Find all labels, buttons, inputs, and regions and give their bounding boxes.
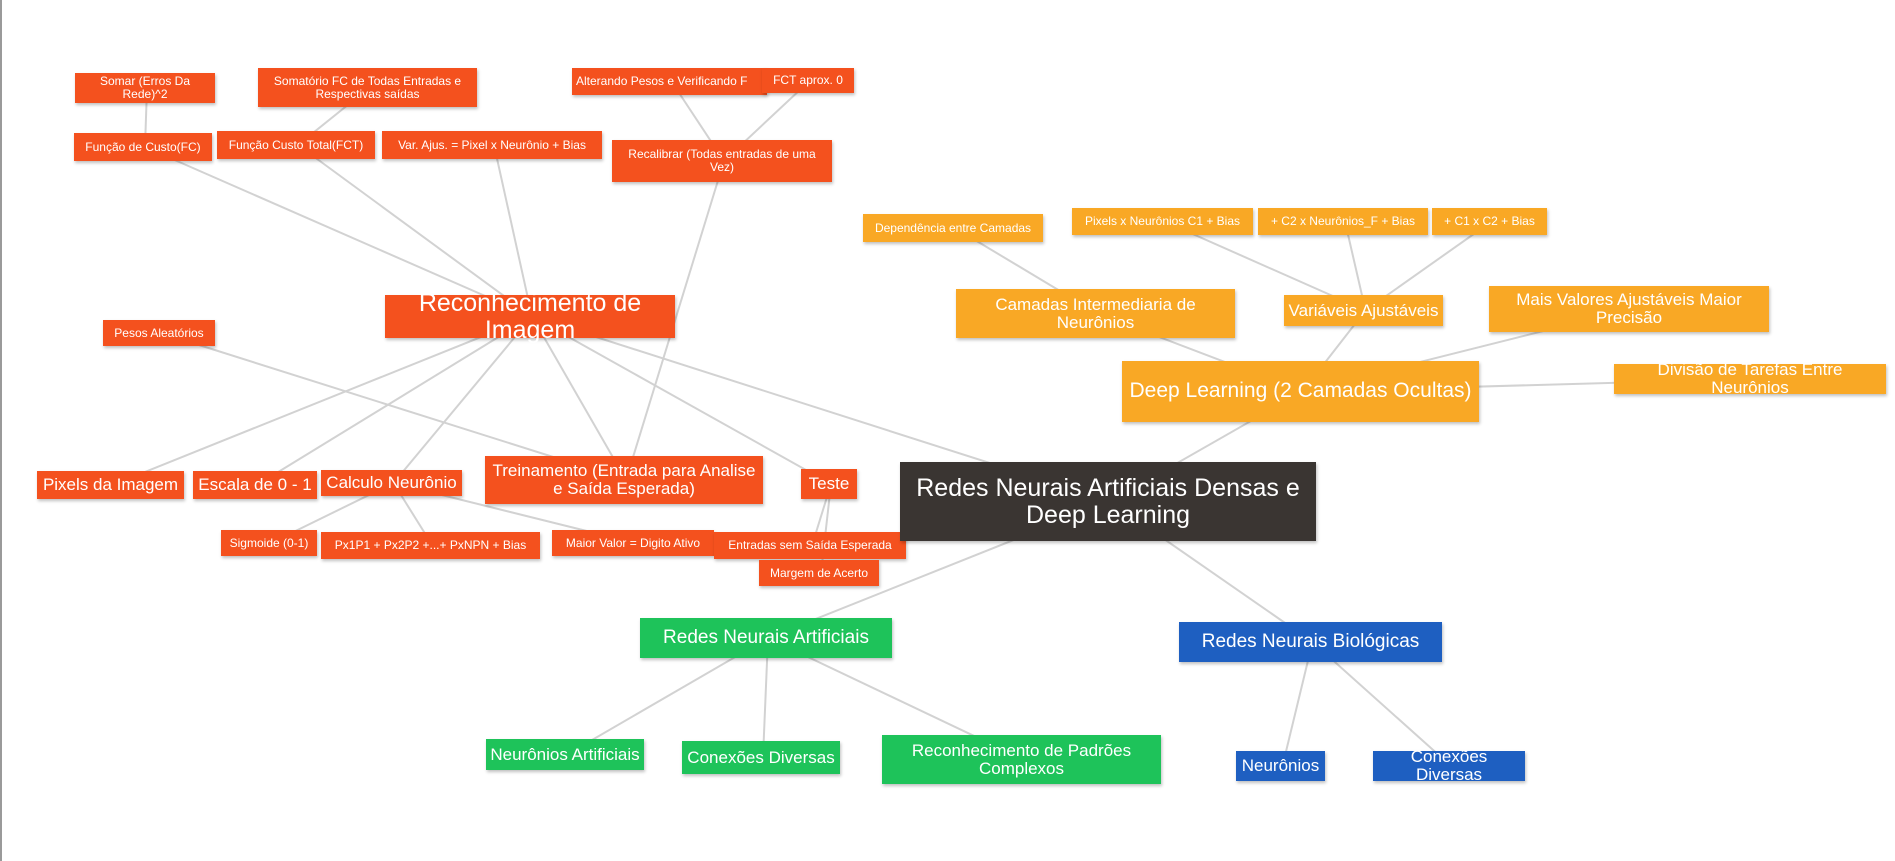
node-pixels-imagem[interactable]: Pixels da Imagem xyxy=(37,471,184,499)
node-alterando-pesos[interactable]: Alterando Pesos e Verificando F xyxy=(572,68,767,95)
edge-imagem-fct-total xyxy=(297,144,533,318)
node-redes-biologicas[interactable]: Redes Neurais Biológicas xyxy=(1179,622,1442,662)
edge-biologicas-neuronios xyxy=(1281,641,1314,767)
node-neuronios[interactable]: Neurônios xyxy=(1236,751,1325,781)
node-divisao-tarefas[interactable]: Divisão de Tarefas Entre Neurônios xyxy=(1614,361,1886,396)
edge-imagem-pixels xyxy=(112,315,533,486)
node-entradas-sem-saida[interactable]: Entradas sem Saída Esperada xyxy=(714,532,906,559)
node-funcao-custo[interactable]: Função de Custo(FC) xyxy=(74,133,212,161)
node-somatorio-fc[interactable]: Somatório FC de Todas Entradas e Respect… xyxy=(258,68,477,107)
edge-imagem-calculo xyxy=(392,315,533,484)
node-pixels-neuronios[interactable]: Pixels x Neurônios C1 + Bias xyxy=(1072,208,1253,235)
node-c1-c2[interactable]: + C1 x C2 + Bias xyxy=(1432,208,1547,235)
node-pesos-aleatorios[interactable]: Pesos Aleatórios xyxy=(103,320,215,346)
node-sigmoide[interactable]: Sigmoide (0-1) xyxy=(221,530,317,556)
node-calculo-neuronio[interactable]: Calculo Neurônio xyxy=(321,470,462,496)
node-funcao-custo-total[interactable]: Função Custo Total(FCT) xyxy=(217,131,375,159)
edge-imagem-funcao xyxy=(144,146,533,318)
node-treinamento[interactable]: Treinamento (Entrada para Analise e Saíd… xyxy=(485,456,763,504)
node-px-formula[interactable]: Px1P1 + Px2P2 +...+ PxNPN + Bias xyxy=(321,532,540,559)
node-c2-neuronios[interactable]: + C2 x Neurônios_F + Bias xyxy=(1258,208,1428,235)
node-neuronios-artificiais[interactable]: Neurônios Artificiais xyxy=(486,739,644,770)
edge-biologicas-conexoes-b xyxy=(1311,641,1452,767)
node-fct-aprox[interactable]: FCT aprox. 0 xyxy=(762,68,854,93)
edge-imagem-teste xyxy=(531,315,832,485)
node-var-ajus[interactable]: Var. Ajus. = Pixel x Neurônio + Bias xyxy=(382,131,602,159)
node-conexoes-diversas-green[interactable]: Conexões Diversas xyxy=(682,741,840,774)
node-root-redes-neurais[interactable]: Redes Neurais Artificiais Densas e Deep … xyxy=(900,462,1316,541)
edge-imagem-treinamento xyxy=(531,316,627,481)
node-redes-artificiais[interactable]: Redes Neurais Artificiais xyxy=(640,618,892,658)
node-teste[interactable]: Teste xyxy=(801,469,857,499)
node-reconhecimento-padroes[interactable]: Reconhecimento de Padrões Complexos xyxy=(882,735,1161,784)
node-maior-valor[interactable]: Maior Valor = Digito Ativo xyxy=(552,530,714,556)
node-somar-erros[interactable]: Somar (Erros Da Rede)^2 xyxy=(75,73,215,103)
edge-imagem-varajus xyxy=(493,144,533,317)
node-camadas-intermediaria[interactable]: Camadas Intermediaria de Neurônios xyxy=(956,289,1235,338)
node-margem-acerto[interactable]: Margem de Acerto xyxy=(759,560,879,586)
node-mais-valores[interactable]: Mais Valores Ajustáveis Maior Precisão xyxy=(1489,286,1769,332)
node-dependencia-camadas[interactable]: Dependência entre Camadas xyxy=(863,214,1043,242)
node-reconhecimento-imagem[interactable]: Reconhecimento de Imagem xyxy=(385,290,675,343)
node-deep-learning[interactable]: Deep Learning (2 Camadas Ocultas) xyxy=(1122,361,1479,422)
edge-pesos-treinamento xyxy=(160,332,627,481)
node-conexoes-diversas-blue[interactable]: Conexões Diversas xyxy=(1373,748,1525,783)
edge-imagem-escala xyxy=(256,315,533,486)
node-recalibrar[interactable]: Recalibrar (Todas entradas de uma Vez) xyxy=(612,140,832,182)
edge-recalibrar-treinamento xyxy=(625,160,725,481)
node-escala[interactable]: Escala de 0 - 1 xyxy=(193,471,317,499)
node-variaveis-ajustaveis[interactable]: Variáveis Ajustáveis xyxy=(1284,295,1443,326)
